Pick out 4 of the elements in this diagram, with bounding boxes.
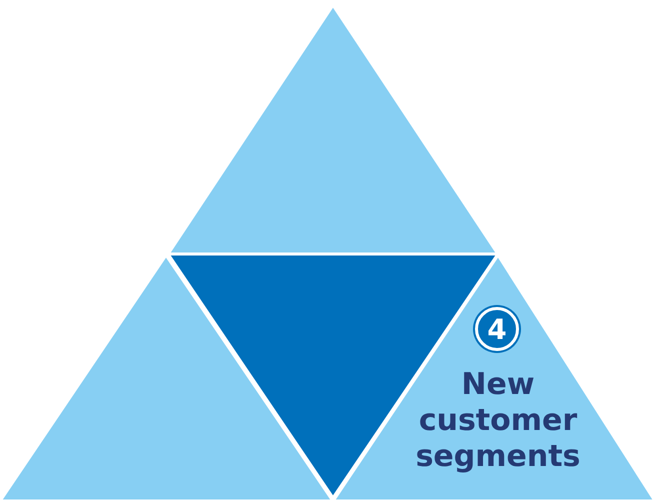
triangle-segment	[333, 255, 655, 501]
segment-label: New customer segments	[414, 367, 582, 475]
triangle-segment	[0, 255, 333, 501]
triangle-segment	[168, 5, 498, 254]
